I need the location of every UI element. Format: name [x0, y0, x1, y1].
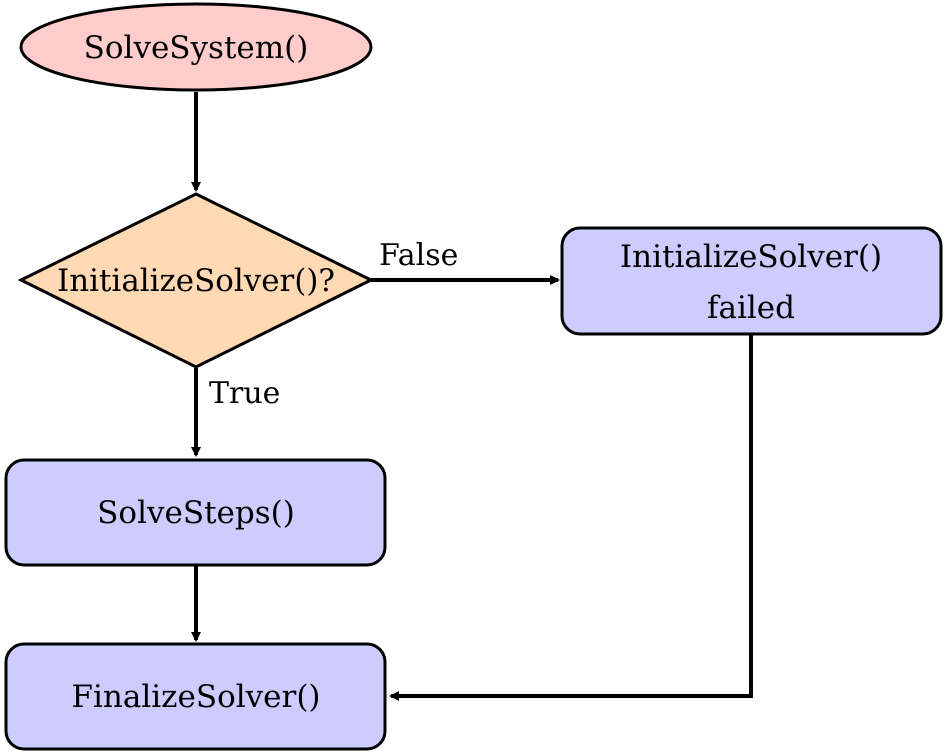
node-solve-steps: SolveSteps() [4, 458, 387, 567]
edges [191, 92, 753, 701]
node-finalize: FinalizeSolver() [4, 642, 387, 751]
decision-diamond [17, 192, 375, 369]
decision-label: InitializeSolver()? [57, 263, 335, 299]
solve-steps-label: SolveSteps() [97, 495, 295, 531]
failed-label-line2: failed [707, 290, 795, 326]
failed-box [560, 226, 943, 336]
solve-steps-box [4, 458, 387, 567]
finalize-label: FinalizeSolver() [71, 679, 320, 715]
failed-label-line1: InitializeSolver() [620, 239, 882, 275]
finalize-box [4, 642, 387, 751]
edge-label-false: False [379, 238, 458, 273]
edge-label-true: True [209, 376, 280, 411]
node-start: SolveSystem() [19, 2, 373, 92]
edge-failed-to-finalize [389, 334, 753, 701]
node-decision: InitializeSolver()? [17, 192, 375, 369]
node-failed: InitializeSolver() failed [560, 226, 943, 336]
start-ellipse [19, 2, 373, 92]
start-label: SolveSystem() [84, 30, 309, 66]
